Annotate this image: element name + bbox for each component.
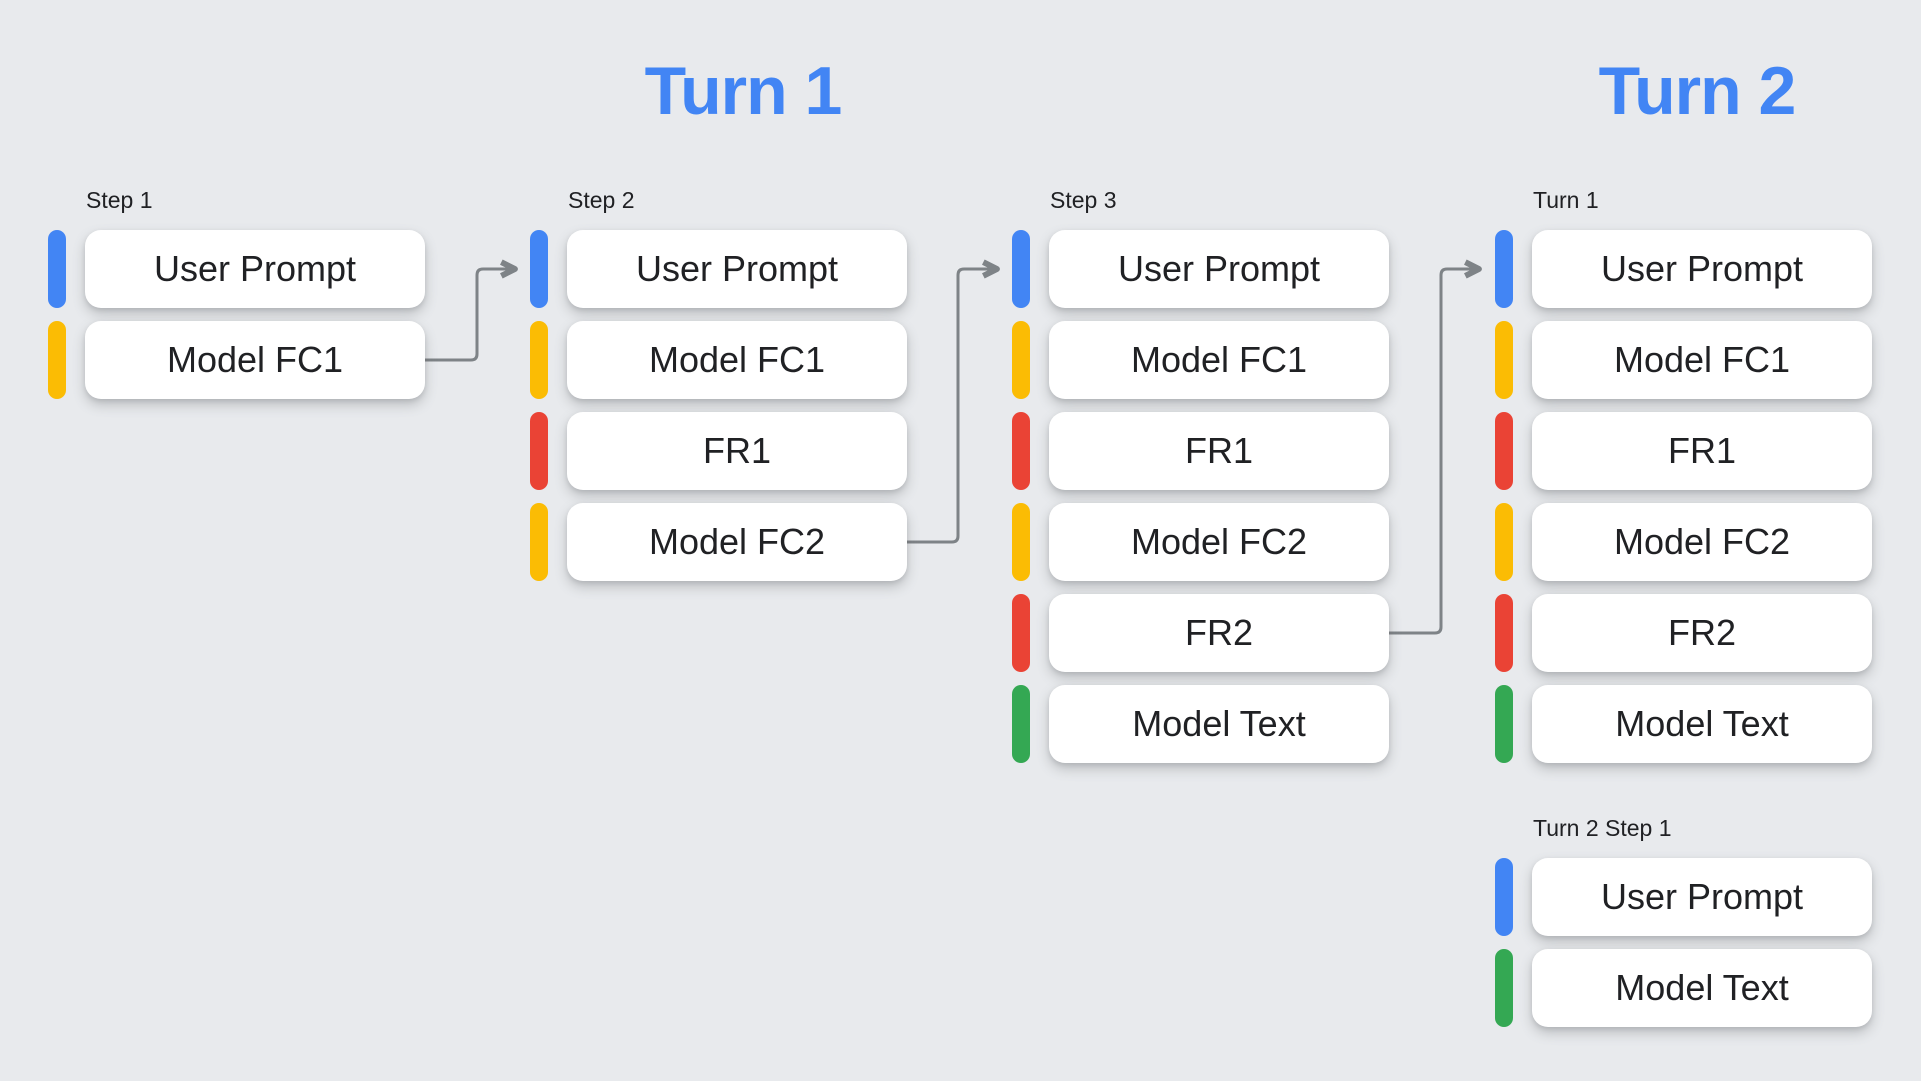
group-turn-1-context: Turn 1 User Prompt Model FC1 FR1 Model F…: [1495, 188, 1895, 763]
group-step-1: Step 1 User Prompt Model FC1: [48, 188, 448, 399]
fr2-box: FR2: [1532, 594, 1872, 672]
model-fc-chip: [1012, 321, 1030, 399]
model-fc1-box: Model FC1: [1049, 321, 1389, 399]
user-prompt-box: User Prompt: [1532, 858, 1872, 936]
model-fc-chip: [1495, 321, 1513, 399]
row-user-prompt: User Prompt: [1495, 230, 1895, 308]
model-fc2-box: Model FC2: [1532, 503, 1872, 581]
model-fc2-box: Model FC2: [567, 503, 907, 581]
row-model-fc2: Model FC2: [530, 503, 930, 581]
row-fr1: FR1: [530, 412, 930, 490]
row-model-fc1: Model FC1: [1012, 321, 1412, 399]
row-model-text: Model Text: [1495, 685, 1895, 763]
function-response-chip: [1012, 594, 1030, 672]
group-label-turn-2-step-1: Turn 2 Step 1: [1533, 815, 1672, 841]
row-fr2: FR2: [1012, 594, 1412, 672]
model-fc-chip: [1012, 503, 1030, 581]
model-text-chip: [1495, 949, 1513, 1027]
model-fc-chip: [1495, 503, 1513, 581]
user-prompt-chip: [530, 230, 548, 308]
model-fc-chip: [530, 503, 548, 581]
group-label-step-1: Step 1: [86, 187, 153, 213]
user-prompt-box: User Prompt: [567, 230, 907, 308]
function-response-chip: [530, 412, 548, 490]
model-fc1-box: Model FC1: [567, 321, 907, 399]
function-response-chip: [1012, 412, 1030, 490]
row-user-prompt: User Prompt: [530, 230, 930, 308]
row-user-prompt: User Prompt: [1495, 858, 1895, 936]
model-fc1-box: Model FC1: [85, 321, 425, 399]
user-prompt-chip: [1012, 230, 1030, 308]
fr1-box: FR1: [1049, 412, 1389, 490]
function-response-chip: [1495, 594, 1513, 672]
turn-2-heading: Turn 2: [1598, 53, 1797, 129]
user-prompt-chip: [1495, 858, 1513, 936]
row-model-text: Model Text: [1495, 949, 1895, 1027]
user-prompt-box: User Prompt: [1049, 230, 1389, 308]
row-model-fc1: Model FC1: [48, 321, 448, 399]
model-fc2-box: Model FC2: [1049, 503, 1389, 581]
model-text-box: Model Text: [1532, 685, 1872, 763]
model-text-box: Model Text: [1049, 685, 1389, 763]
row-model-fc2: Model FC2: [1495, 503, 1895, 581]
user-prompt-chip: [1495, 230, 1513, 308]
row-user-prompt: User Prompt: [1012, 230, 1412, 308]
row-model-text: Model Text: [1012, 685, 1412, 763]
user-prompt-box: User Prompt: [85, 230, 425, 308]
fr1-box: FR1: [567, 412, 907, 490]
row-model-fc1: Model FC1: [1495, 321, 1895, 399]
group-label-step-3: Step 3: [1050, 187, 1117, 213]
row-fr1: FR1: [1012, 412, 1412, 490]
fr1-box: FR1: [1532, 412, 1872, 490]
row-fr1: FR1: [1495, 412, 1895, 490]
model-text-chip: [1495, 685, 1513, 763]
turn-1-heading: Turn 1: [644, 53, 843, 129]
group-label-turn-1: Turn 1: [1533, 187, 1599, 213]
user-prompt-chip: [48, 230, 66, 308]
model-fc-chip: [530, 321, 548, 399]
fr2-box: FR2: [1049, 594, 1389, 672]
function-response-chip: [1495, 412, 1513, 490]
row-user-prompt: User Prompt: [48, 230, 448, 308]
group-label-step-2: Step 2: [568, 187, 635, 213]
model-fc1-box: Model FC1: [1532, 321, 1872, 399]
row-fr2: FR2: [1495, 594, 1895, 672]
model-text-chip: [1012, 685, 1030, 763]
model-fc-chip: [48, 321, 66, 399]
model-text-box: Model Text: [1532, 949, 1872, 1027]
row-model-fc2: Model FC2: [1012, 503, 1412, 581]
user-prompt-box: User Prompt: [1532, 230, 1872, 308]
group-turn-2-step-1: Turn 2 Step 1 User Prompt Model Text: [1495, 816, 1895, 1027]
group-step-3: Step 3 User Prompt Model FC1 FR1 Model F…: [1012, 188, 1412, 763]
group-step-2: Step 2 User Prompt Model FC1 FR1 Model F…: [530, 188, 930, 581]
row-model-fc1: Model FC1: [530, 321, 930, 399]
